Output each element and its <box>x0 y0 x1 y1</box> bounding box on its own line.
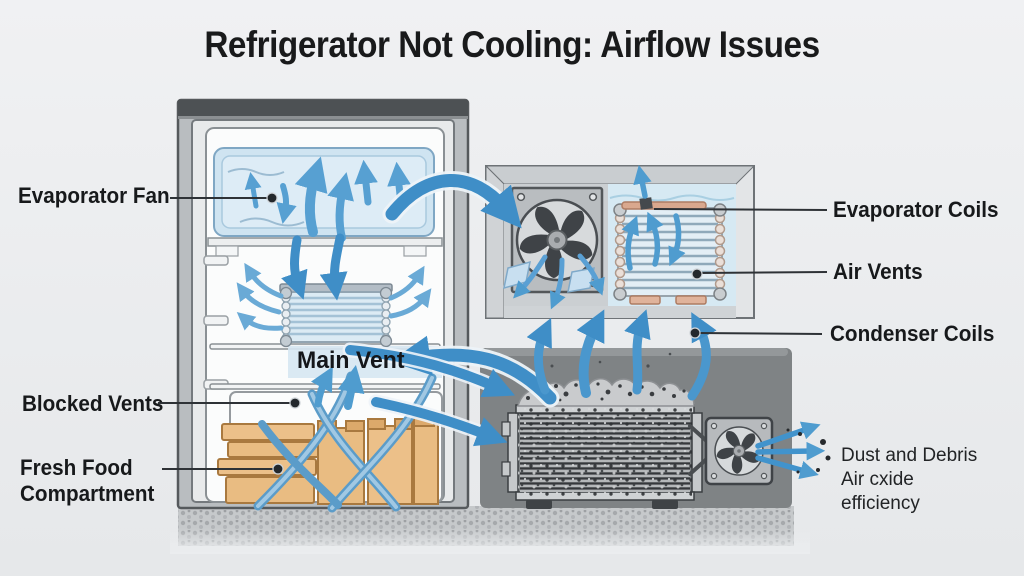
page-title: Refrigerator Not Cooling: Airflow Issues <box>204 24 820 65</box>
label-air-vents: Air Vents <box>833 259 923 284</box>
label-condenser-coils: Condenser Coils <box>830 321 995 346</box>
dust-note-line: Air cxide <box>841 469 914 490</box>
label-main-vent: Main Vent <box>297 347 405 374</box>
dust-note-line: efficiency <box>841 493 920 514</box>
leader-lines <box>158 197 828 470</box>
refrigerator <box>176 98 470 510</box>
condenser-coil <box>501 404 703 509</box>
condenser-fan-icon <box>688 416 774 486</box>
evaporator-panel <box>484 164 756 319</box>
dust-debris-note: Dust and Debris Air cxide efficiency <box>841 444 977 516</box>
leader-dots <box>266 192 703 475</box>
label-evaporator-fan: Evaporator Fan <box>18 183 170 208</box>
main-vent-coil <box>279 283 393 348</box>
label-evaporator-coils: Evaporator Coils <box>833 197 999 222</box>
label-blocked-vents: Blocked Vents <box>22 391 164 416</box>
label-fresh-food-compartment: Fresh Food Compartment <box>20 455 155 506</box>
evaporator-fan-icon <box>510 186 604 294</box>
dust-note-line: Dust and Debris <box>841 445 978 466</box>
dust-specks <box>786 428 831 474</box>
condenser-bay <box>480 348 792 509</box>
floor <box>170 506 810 554</box>
